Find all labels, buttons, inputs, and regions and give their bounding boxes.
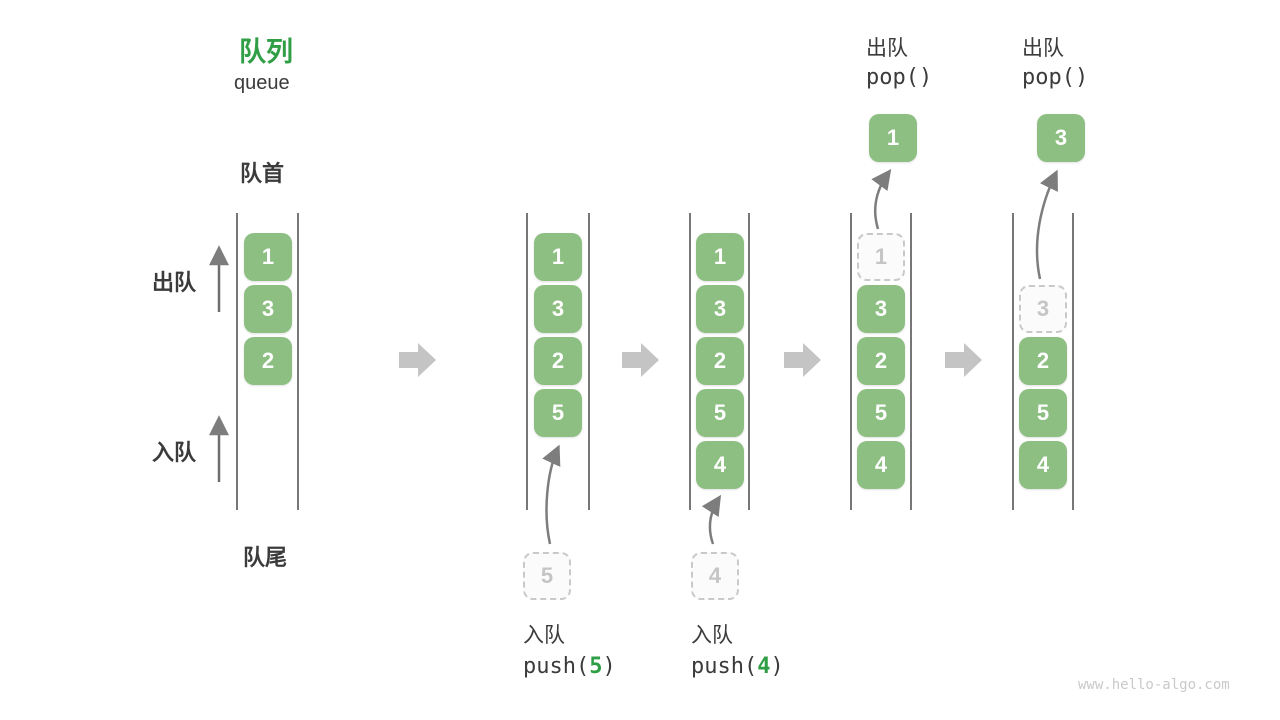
queue-cell: 3 (244, 285, 292, 333)
queue-cell: 3 (857, 285, 905, 333)
flow-arrow-icon (784, 343, 821, 377)
diagram-title: 队列 (239, 37, 293, 67)
flow-arrows (399, 343, 982, 377)
queue-cell: 1 (696, 233, 744, 281)
queue-cell: 5 (534, 389, 582, 437)
queue-wall-lines (236, 213, 1074, 510)
enqueue-caption: 入队 (691, 624, 733, 647)
push-arrow-icon (542, 444, 561, 545)
flow-arrow-icon (399, 343, 436, 377)
queue-cell: 5 (696, 389, 744, 437)
motion-arrows (542, 168, 1058, 545)
queue-cell: 3 (534, 285, 582, 333)
queue-cell: 3 (696, 285, 744, 333)
enqueue-caption: 入队 (523, 624, 565, 647)
pending-cell: 5 (523, 552, 571, 600)
dequeue-caption: 出队 (866, 37, 908, 60)
label-queue-front: 队首 (240, 161, 285, 186)
dequeue-code: pop() (1022, 65, 1089, 90)
code-text: push( (691, 654, 758, 679)
code-arg: 4 (757, 654, 771, 679)
queue-cell: 5 (857, 389, 905, 437)
queue-cell: 1 (244, 233, 292, 281)
queue-cell: 2 (696, 337, 744, 385)
dequeue-caption: 出队 (1022, 37, 1064, 60)
queue-cell: 2 (857, 337, 905, 385)
label-dequeue-side: 出队 (152, 270, 197, 295)
queue-cell: 4 (857, 441, 905, 489)
code-text: ) (602, 654, 616, 679)
pop-arrow-icon (1035, 169, 1058, 280)
queue-cell: 2 (534, 337, 582, 385)
code-text: ) (770, 654, 784, 679)
queue-cell: 4 (1019, 441, 1067, 489)
enqueue-code: push(5) (523, 654, 616, 679)
diagram-subtitle: queue (234, 72, 290, 94)
queue-cell: 2 (1019, 337, 1067, 385)
pop-arrow-icon (871, 168, 892, 230)
label-queue-rear: 队尾 (243, 545, 288, 570)
code-text: push( (523, 654, 590, 679)
queue-cell: 1 (534, 233, 582, 281)
queue-cell: 4 (696, 441, 744, 489)
queue-cell: 2 (244, 337, 292, 385)
watermark: www.hello-algo.com (1078, 677, 1230, 693)
label-enqueue-side: 入队 (152, 440, 197, 465)
code-arg: 5 (589, 654, 603, 679)
enqueue-code: push(4) (691, 654, 784, 679)
push-arrow-icon (701, 494, 722, 545)
pending-cell: 4 (691, 552, 739, 600)
flow-arrow-icon (622, 343, 659, 377)
dequeue-code: pop() (866, 65, 933, 90)
removed-cell: 1 (857, 233, 905, 281)
removed-cell: 3 (1019, 285, 1067, 333)
queue-cell: 5 (1019, 389, 1067, 437)
flow-arrow-icon (945, 343, 982, 377)
popped-cell: 1 (869, 114, 917, 162)
popped-cell: 3 (1037, 114, 1085, 162)
